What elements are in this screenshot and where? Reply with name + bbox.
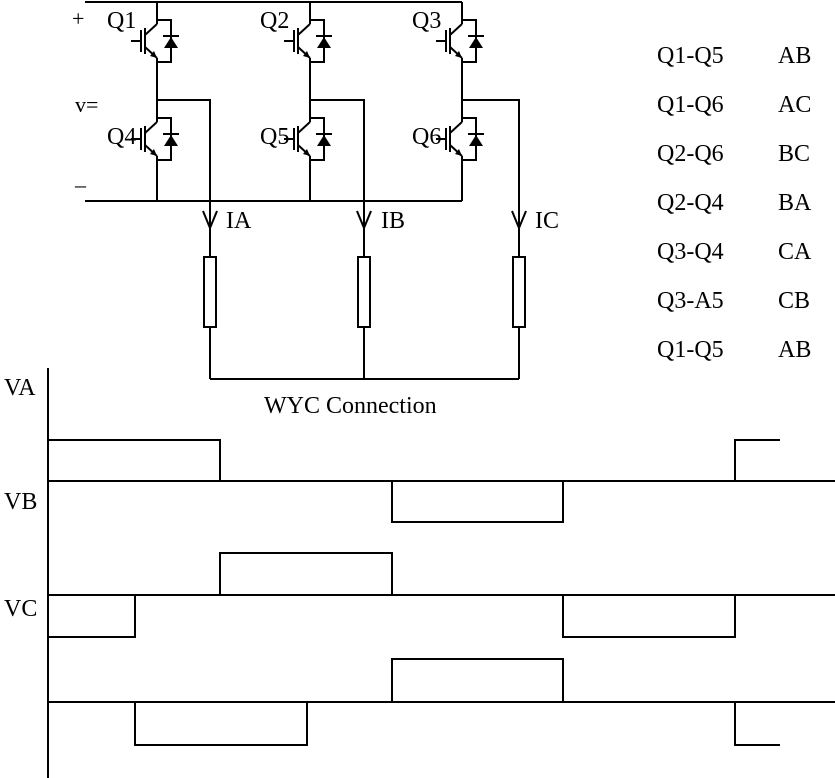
sequence-pair: Q3-Q4 xyxy=(657,239,724,265)
sequence-pair: Q2-Q4 xyxy=(657,190,724,216)
waveform-va: VA xyxy=(4,375,835,523)
sequence-row: Q2-Q4 BA xyxy=(657,190,812,216)
sequence-phase: BA xyxy=(778,190,812,216)
sequence-phase: BC xyxy=(778,141,810,167)
sequence-phase: AB xyxy=(778,43,811,69)
voltage-label: v= xyxy=(75,92,98,117)
resistor-b xyxy=(357,256,371,328)
switch-label-q3: Q3 xyxy=(412,8,441,34)
switch-q2: Q2 xyxy=(260,2,332,100)
resistor-c xyxy=(512,256,526,328)
current-label-ib: IB xyxy=(381,208,405,234)
diode-icon xyxy=(164,37,178,48)
waveform-vb: VB xyxy=(4,489,835,638)
sequence-row: Q1-Q6 AC xyxy=(657,92,811,118)
sequence-pair: Q1-Q5 xyxy=(657,43,724,69)
switch-q3: Q3 xyxy=(412,2,484,100)
current-label-ic: IC xyxy=(535,208,559,234)
emitter-arrow-icon xyxy=(303,149,310,156)
diode-icon xyxy=(164,135,178,146)
waveform-group: VA VB VC xyxy=(4,375,835,746)
sequence-row: Q3-A5 CB xyxy=(657,288,810,314)
connection-label: WYC Connection xyxy=(264,393,437,419)
phase-c-wire xyxy=(462,99,520,228)
waveform-trace xyxy=(48,439,780,523)
switch-q5: Q5 xyxy=(260,100,332,201)
switch-label-q6: Q6 xyxy=(412,124,441,150)
phase-b-wire xyxy=(310,99,365,228)
resistor-a xyxy=(203,256,217,328)
emitter-arrow-icon xyxy=(150,51,157,58)
switch-label-q4: Q4 xyxy=(107,124,136,150)
sequence-pair: Q2-Q6 xyxy=(657,141,724,167)
waveform-label: VA xyxy=(4,375,36,401)
phase-wires xyxy=(157,99,520,228)
emitter-arrow-icon xyxy=(150,149,157,156)
sequence-row: Q3-Q4 CA xyxy=(657,239,812,265)
sequence-phase: CA xyxy=(778,239,812,265)
phase-a-wire xyxy=(157,99,211,228)
diode-icon xyxy=(469,37,483,48)
sequence-phase: CB xyxy=(778,288,810,314)
switch-label-q1: Q1 xyxy=(107,8,136,34)
diode-icon xyxy=(469,135,483,146)
sequence-pair: Q1-Q6 xyxy=(657,92,724,118)
sequence-phase: AB xyxy=(778,337,811,363)
waveform-trace xyxy=(48,658,780,746)
current-label-ia: IA xyxy=(226,208,252,234)
plus-sign: + xyxy=(72,6,84,31)
diode-icon xyxy=(317,135,331,146)
diode-icon xyxy=(317,37,331,48)
waveform-vc: VC xyxy=(4,596,835,746)
switch-label-q5: Q5 xyxy=(260,124,289,150)
emitter-arrow-icon xyxy=(303,51,310,58)
switch-q6: Q6 xyxy=(412,100,484,201)
sequence-pair: Q3-A5 xyxy=(657,288,724,314)
switch-q1: Q1 xyxy=(107,2,179,100)
waveform-label: VC xyxy=(4,596,37,622)
minus-sign: – xyxy=(74,172,87,197)
sequence-row: Q1-Q5 AB xyxy=(657,337,811,363)
sequence-row: Q1-Q5 AB xyxy=(657,43,811,69)
switch-label-q2: Q2 xyxy=(260,8,289,34)
emitter-arrow-icon xyxy=(455,149,462,156)
sequence-pair: Q1-Q5 xyxy=(657,337,724,363)
sequence-row: Q2-Q6 BC xyxy=(657,141,810,167)
switch-q4: Q4 xyxy=(107,100,179,201)
load-resistors xyxy=(203,228,526,380)
waveform-trace xyxy=(48,552,780,638)
waveform-label: VB xyxy=(4,489,37,515)
emitter-arrow-icon xyxy=(455,51,462,58)
sequence-phase: AC xyxy=(778,92,811,118)
